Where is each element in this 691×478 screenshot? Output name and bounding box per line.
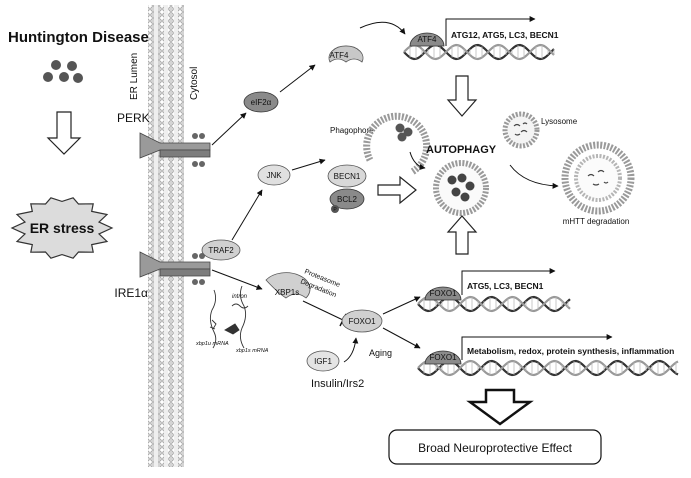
svg-text:eIF2α: eIF2α [251, 98, 272, 107]
er-stress-label: ER stress [30, 220, 95, 236]
foxo1-autophagy-genes: ATG5, LC3, BECN1 [467, 281, 544, 291]
becn1-node: BECN1 [327, 164, 367, 188]
lysosome-label: Lysosome [541, 117, 578, 126]
phagophore-to-autophagosome-arrow [409, 151, 426, 170]
atf4-to-dna-arrow [359, 21, 406, 35]
traf2-node: TRAF2 [201, 239, 241, 261]
phagophore-icon [363, 112, 431, 176]
eif2a-node: eIF2α [243, 91, 279, 113]
svg-text:BECN1: BECN1 [334, 172, 361, 181]
bcl2-node: BCL2 P [329, 188, 365, 213]
svg-text:TRAF2: TRAF2 [208, 246, 234, 255]
title: Huntington Disease [8, 29, 149, 46]
dna-to-autophagy-arrow [446, 75, 478, 117]
lysosome-icon [502, 111, 540, 149]
svg-text:IGF1: IGF1 [314, 357, 332, 366]
autophagy-label: AUTOPHAGY [426, 144, 497, 156]
svg-text:P: P [333, 207, 337, 213]
igf1-node: IGF1 [306, 350, 340, 372]
autolysosome-icon [561, 141, 635, 215]
er-lumen-label: ER Lumen [129, 53, 140, 100]
phagophore-label: Phagophore [330, 126, 374, 135]
outcome-box [388, 429, 602, 465]
foxo1-other-genes: Metabolism, redox, protein synthesis, in… [467, 346, 674, 356]
xbp1s-node: XBP1s [265, 272, 311, 299]
eif2a-to-atf4-arrow [279, 64, 316, 93]
fusion-arrow [509, 164, 559, 189]
foxo1-autophagy-transcription-arrow [461, 268, 556, 295]
svg-text:FOXO1: FOXO1 [429, 353, 457, 362]
svg-text:ATF4: ATF4 [330, 51, 350, 60]
aging-label: Aging [369, 348, 392, 358]
dna-helix-foxo1-other [417, 359, 679, 377]
ire1-label: IRE1α [114, 286, 148, 300]
foxo1-other-transcription-arrow [461, 334, 613, 360]
svg-text:FOXO1: FOXO1 [429, 289, 457, 298]
igf1-to-foxo1-arrow [343, 337, 359, 363]
svg-text:XBP1s: XBP1s [275, 288, 299, 297]
atf4-transcription-arrow [445, 16, 536, 46]
autophagosome-icon [433, 160, 489, 216]
mhtt-degradation-label: mHTT degradation [563, 217, 630, 226]
atf4-bound-node: ATF4 [409, 32, 445, 47]
hd-to-er-stress-arrow [46, 111, 82, 155]
svg-text:FOXO1: FOXO1 [348, 317, 376, 326]
foxo1-to-dna2-arrow [382, 296, 421, 315]
perk-receptor [139, 132, 211, 167]
foxo1-bound-node-2: FOXO1 [424, 350, 462, 365]
atf4-target-genes: ATG12, ATG5, LC3, BECN1 [451, 30, 559, 40]
dna-helix-atf4 [403, 43, 555, 61]
er-membrane [148, 5, 184, 467]
ire1-receptor [139, 251, 211, 285]
xbp1u-mrna-label: xbp1u mRNA [195, 341, 229, 347]
cytosol-label: Cytosol [189, 67, 200, 100]
xbp1s-inhibits-foxo1 [302, 300, 347, 327]
er-stress-burst [10, 197, 114, 259]
foxo1-node: FOXO1 [341, 309, 383, 333]
foxo1-bound-node-1: FOXO1 [424, 286, 462, 301]
perk-label: PERK [117, 111, 150, 125]
jnk-node: JNK [257, 164, 291, 186]
atf4-node: ATF4 [328, 45, 364, 63]
traf2-to-jnk-arrow [231, 189, 263, 241]
foxo1-to-autophagy-arrow [446, 215, 478, 255]
outcome-label: Broad Neuroprotective Effect [418, 441, 573, 455]
insulin-label: Insulin/Irs2 [311, 378, 364, 390]
svg-text:ATF4: ATF4 [418, 35, 438, 44]
xbp1s-mrna-label: xbp1s mRNA [235, 348, 269, 354]
svg-text:BCL2: BCL2 [337, 195, 358, 204]
intron-label: intron [232, 294, 248, 300]
xbp1-mrna-splicing-icon [209, 285, 249, 349]
foxo1-to-dna3-arrow [382, 327, 421, 349]
ire1-to-xbp1s-arrow [211, 269, 263, 290]
perk-to-eif2a-arrow [211, 112, 247, 146]
jnk-to-becn1-arrow [291, 158, 326, 171]
becn1-to-autophagy-arrow [377, 175, 417, 205]
mhtt-aggregates-icon [43, 60, 83, 83]
svg-text:JNK: JNK [266, 171, 282, 180]
to-outcome-arrow [466, 388, 534, 426]
